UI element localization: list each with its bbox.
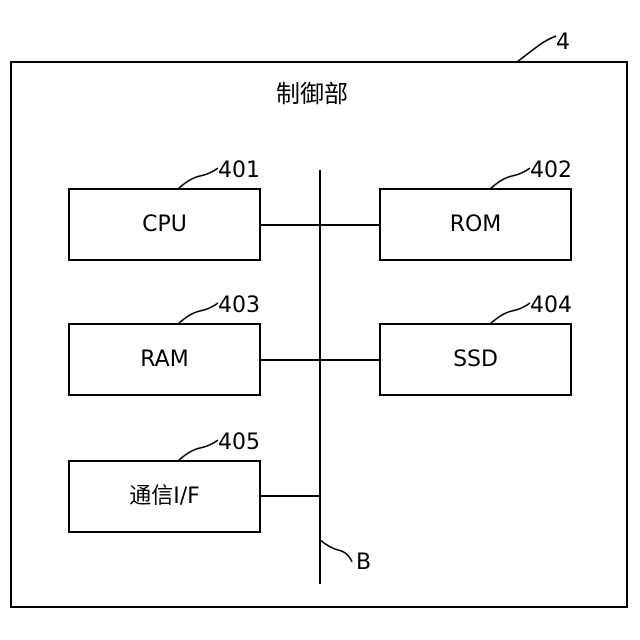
ram-label: RAM	[69, 324, 260, 395]
leader-403	[178, 303, 218, 324]
ref-404: 404	[530, 295, 572, 317]
ref-403: 403	[218, 295, 260, 317]
leader-402	[490, 168, 530, 189]
leader-405	[178, 440, 218, 461]
ref-4: 4	[556, 32, 570, 54]
bus-ref: B	[356, 552, 371, 574]
ref-405: 405	[218, 432, 260, 454]
comm-label: 通信I/F	[69, 461, 260, 532]
leader-404	[490, 303, 530, 324]
rom-label: ROM	[380, 189, 571, 260]
ref-401: 401	[218, 160, 260, 182]
control-unit-title: 制御部	[276, 82, 348, 106]
leader-4	[517, 36, 556, 62]
leader-b	[320, 540, 352, 562]
leader-401	[178, 168, 218, 189]
cpu-label: CPU	[69, 189, 260, 260]
ssd-label: SSD	[380, 324, 571, 395]
ref-402: 402	[530, 160, 572, 182]
